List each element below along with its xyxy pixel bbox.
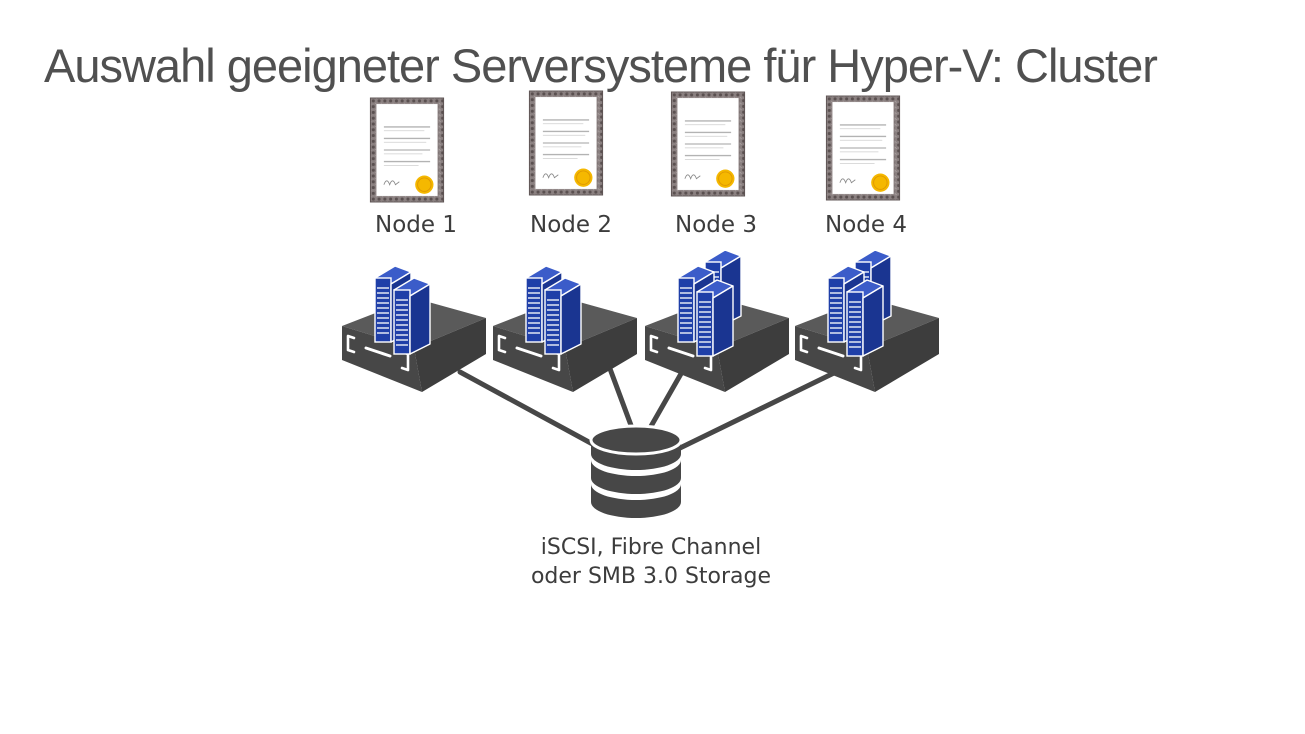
certificate-icon [825,95,901,201]
link-node-1 [457,369,601,450]
node-1-label: Node 1 [375,212,457,238]
node-2-label: Node 2 [530,212,612,238]
database-icon [589,424,683,520]
server-tower-icon [544,277,582,355]
storage-label-line-2: oder SMB 3.0 Storage [531,564,771,589]
server-tower-icon [846,279,884,357]
server-tower-icon [393,277,431,355]
server-node-2 [491,265,639,394]
slide-title: Auswahl geeigneter Serversysteme für Hyp… [44,39,1158,92]
node-4-label: Node 4 [825,212,907,238]
node-3-label: Node 3 [675,212,757,238]
server-node-3 [643,249,791,394]
certificate-icon [670,91,746,197]
certificate-icon [528,90,604,196]
server-node-4 [793,249,941,394]
link-node-4 [677,369,839,451]
server-tower-icon [696,279,734,357]
storage-label-line-1: iSCSI, Fibre Channel [541,535,761,560]
certificate-icon [369,97,445,203]
link-node-3 [647,369,685,431]
